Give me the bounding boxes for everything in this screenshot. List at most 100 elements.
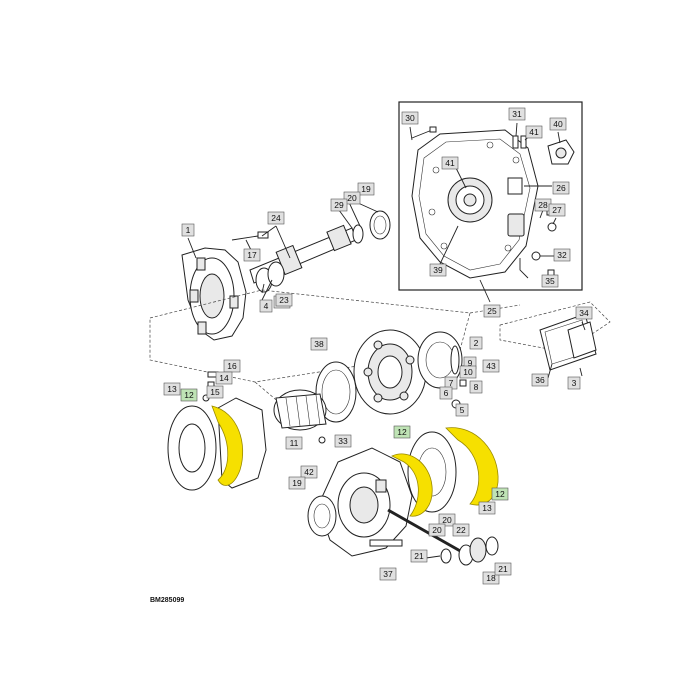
callout-box — [439, 386, 453, 400]
callout-box — [508, 107, 526, 121]
callout-number: 14 — [219, 373, 229, 383]
callout-37: 37 — [379, 567, 397, 581]
callout-box — [567, 376, 581, 390]
callout-box — [441, 156, 459, 170]
callout-box — [429, 263, 447, 277]
callout-19: 19 — [288, 476, 306, 490]
callout-36: 36 — [531, 373, 549, 387]
callout-14: 14 — [215, 371, 233, 385]
planet-carrier-housing — [307, 447, 413, 557]
callout-25: 25 — [483, 304, 501, 318]
callout-13: 13 — [163, 382, 181, 396]
callout-number: 42 — [304, 467, 314, 477]
callout-box — [549, 117, 567, 131]
callout-10: 10 — [459, 365, 477, 379]
callout-6: 6 — [439, 386, 453, 400]
callout-8: 8 — [469, 380, 483, 394]
callout-number: 15 — [210, 387, 220, 397]
hub-11 — [273, 389, 327, 444]
callout-19: 19 — [357, 182, 375, 196]
callout-box — [428, 523, 446, 537]
callout-16: 16 — [223, 359, 241, 373]
callout-number: 29 — [334, 200, 344, 210]
callout-29: 29 — [330, 198, 348, 212]
callout-number: 13 — [482, 503, 492, 513]
callout-21: 21 — [410, 549, 428, 563]
callout-20: 20 — [438, 513, 456, 527]
callout-box — [285, 436, 303, 450]
callout-box — [478, 501, 496, 515]
callout-39: 39 — [429, 263, 447, 277]
callout-33: 33 — [334, 434, 352, 448]
callout-box — [288, 476, 306, 490]
callout-box — [379, 567, 397, 581]
callout-number: 9 — [468, 358, 473, 368]
callout-box — [206, 385, 224, 399]
callout-box — [548, 203, 566, 217]
callout-number: 7 — [449, 378, 454, 388]
callout-number: 40 — [553, 119, 563, 129]
piston-assembly — [353, 329, 463, 415]
callout-number: 6 — [444, 388, 449, 398]
callout-12: 12 — [491, 487, 509, 501]
callout-number: 17 — [247, 250, 257, 260]
callout-box — [491, 487, 509, 501]
sensor-cover-plate — [539, 313, 597, 379]
output-shaft-gear — [387, 508, 499, 566]
callout-number: 10 — [463, 367, 473, 377]
callout-number: 27 — [552, 205, 562, 215]
callout-number: 21 — [498, 564, 508, 574]
callout-number: 35 — [545, 276, 555, 286]
callout-number: 36 — [535, 375, 545, 385]
callout-box — [267, 211, 285, 225]
callout-number: 2 — [474, 338, 479, 348]
callout-labels: 3031414041262827323539251920292411722234… — [163, 107, 593, 585]
callout-27: 27 — [548, 203, 566, 217]
callout-number: 24 — [271, 213, 281, 223]
callout-box — [180, 388, 198, 402]
callout-17: 17 — [243, 248, 261, 262]
callout-box — [275, 293, 293, 307]
callout-number: 12 — [184, 390, 194, 400]
callout-number: 41 — [445, 158, 455, 168]
callout-11: 11 — [285, 436, 303, 450]
callout-box — [393, 425, 411, 439]
callout-number: 20 — [442, 515, 452, 525]
callout-40: 40 — [549, 117, 567, 131]
callout-number: 4 — [264, 301, 269, 311]
callout-box — [334, 434, 352, 448]
callout-number: 13 — [167, 384, 177, 394]
callout-number: 18 — [486, 573, 496, 583]
callout-number: 19 — [361, 184, 371, 194]
callout-3: 3 — [567, 376, 581, 390]
callout-32: 32 — [553, 248, 571, 262]
callout-43: 43 — [482, 359, 500, 373]
callout-box — [531, 373, 549, 387]
callout-box — [438, 513, 456, 527]
callout-box — [215, 371, 233, 385]
callout-box — [401, 111, 419, 125]
callout-box — [357, 182, 375, 196]
callout-number: 16 — [227, 361, 237, 371]
callout-box — [494, 562, 512, 576]
callout-box — [469, 336, 483, 350]
callout-number: 26 — [556, 183, 566, 193]
callout-number: 28 — [538, 200, 548, 210]
callout-number: 37 — [383, 569, 393, 579]
callout-number: 8 — [474, 382, 479, 392]
callout-35: 35 — [541, 274, 559, 288]
callout-box — [483, 304, 501, 318]
friction-disc-left — [211, 405, 244, 486]
callout-number: 3 — [572, 378, 577, 388]
clutch-housing-drum — [181, 247, 247, 341]
callout-number: 39 — [433, 265, 443, 275]
friction-disc-right-a — [391, 453, 433, 517]
callout-box — [575, 306, 593, 320]
callout-number: 19 — [292, 478, 302, 488]
callout-box — [455, 403, 469, 417]
callout-box — [552, 181, 570, 195]
callout-box — [482, 359, 500, 373]
callout-12: 12 — [180, 388, 198, 402]
callout-13: 13 — [478, 501, 496, 515]
callout-number: 12 — [495, 489, 505, 499]
